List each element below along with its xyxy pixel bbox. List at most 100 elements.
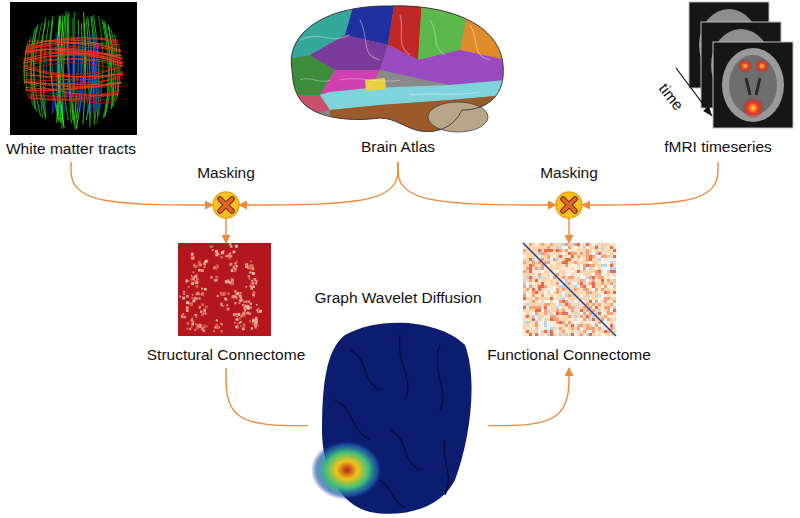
tract-strands bbox=[22, 10, 124, 129]
matrix-cell bbox=[191, 326, 193, 328]
matrix-cell bbox=[586, 264, 589, 267]
matrix-cell bbox=[538, 312, 541, 315]
matrix-cell bbox=[574, 288, 577, 291]
matrix-cell bbox=[252, 293, 255, 296]
matrix-cell bbox=[201, 288, 203, 290]
matrix-cell bbox=[574, 267, 577, 270]
matrix-cell bbox=[206, 326, 208, 328]
matrix-cell bbox=[204, 261, 206, 263]
matrix-cell bbox=[553, 297, 556, 300]
matrix-cell bbox=[571, 252, 574, 255]
matrix-cell bbox=[526, 297, 529, 300]
matrix-cell bbox=[598, 297, 601, 300]
matrix-cell bbox=[562, 255, 565, 258]
matrix-cell bbox=[556, 264, 559, 267]
matrix-cell bbox=[236, 292, 239, 295]
matrix-cell bbox=[553, 252, 556, 255]
matrix-cell bbox=[201, 314, 203, 316]
matrix-cell bbox=[529, 276, 532, 279]
tract-strand bbox=[22, 53, 124, 62]
matrix-cell bbox=[547, 321, 550, 324]
matrix-cell bbox=[532, 279, 535, 282]
tract-strand bbox=[22, 75, 124, 91]
matrix-cell bbox=[604, 285, 607, 288]
matrix-cell bbox=[589, 261, 592, 264]
matrix-cell bbox=[253, 291, 255, 293]
matrix-cell bbox=[220, 330, 223, 333]
matrix-cell bbox=[550, 294, 553, 297]
matrix-cell bbox=[547, 327, 550, 330]
matrix-cell bbox=[550, 288, 553, 291]
matrix-cell bbox=[526, 309, 529, 312]
matrix-cell bbox=[529, 267, 532, 270]
matrix-cell bbox=[580, 243, 583, 246]
matrix-cell bbox=[255, 283, 257, 285]
matrix-cell bbox=[613, 249, 616, 252]
matrix-cell bbox=[523, 282, 526, 285]
matrix-cell bbox=[535, 330, 538, 333]
matrix-cell bbox=[203, 330, 206, 333]
matrix-cell bbox=[613, 312, 616, 315]
matrix-cell bbox=[601, 276, 604, 279]
matrix-cell bbox=[586, 255, 589, 258]
matrix-cell bbox=[225, 255, 227, 257]
matrix-cell bbox=[535, 312, 538, 315]
matrix-cell bbox=[216, 279, 218, 281]
matrix-cell bbox=[529, 243, 532, 246]
matrix-cell bbox=[586, 258, 589, 261]
functional-matrix-cells bbox=[523, 243, 616, 336]
matrix-cell bbox=[610, 267, 613, 270]
masking-symbol bbox=[556, 192, 582, 218]
matrix-cell bbox=[535, 279, 538, 282]
matrix-cell bbox=[601, 255, 604, 258]
matrix-cell bbox=[565, 300, 568, 303]
matrix-cell bbox=[604, 252, 607, 255]
matrix-cell bbox=[227, 293, 229, 295]
matrix-cell bbox=[547, 291, 550, 294]
matrix-cell bbox=[535, 303, 538, 306]
slice-frame bbox=[713, 42, 793, 128]
matrix-cell bbox=[544, 297, 547, 300]
matrix-cell bbox=[589, 318, 592, 321]
matrix-cell bbox=[595, 249, 598, 252]
matrix-cell bbox=[580, 264, 583, 267]
matrix-cell bbox=[197, 328, 199, 330]
matrix-cell bbox=[182, 297, 185, 300]
matrix-cell bbox=[610, 246, 613, 249]
matrix-cell bbox=[577, 291, 580, 294]
matrix-cell bbox=[231, 281, 234, 284]
connector bbox=[488, 368, 569, 426]
matrix-cell bbox=[583, 243, 586, 246]
matrix-cell bbox=[598, 282, 601, 285]
matrix-cell bbox=[532, 267, 535, 270]
matrix-cell bbox=[547, 303, 550, 306]
matrix-cell bbox=[234, 302, 236, 304]
matrix-cell bbox=[538, 318, 541, 321]
matrix-cell bbox=[192, 294, 194, 296]
matrix-cell bbox=[190, 319, 193, 322]
matrix-cell bbox=[547, 312, 550, 315]
matrix-cell bbox=[550, 333, 553, 336]
matrix-cell bbox=[544, 300, 547, 303]
matrix-cell bbox=[571, 327, 574, 330]
matrix-cell bbox=[194, 280, 196, 282]
matrix-cell bbox=[562, 318, 565, 321]
matrix-cell bbox=[532, 291, 535, 294]
matrix-cell bbox=[221, 251, 224, 254]
matrix-cell bbox=[592, 267, 595, 270]
matrix-cell bbox=[523, 288, 526, 291]
matrix-cell bbox=[233, 313, 236, 316]
matrix-cell bbox=[526, 294, 529, 297]
matrix-cell bbox=[574, 243, 577, 246]
matrix-cell bbox=[607, 303, 610, 306]
matrix-cell bbox=[595, 306, 598, 309]
matrix-cell bbox=[203, 266, 205, 268]
matrix-cell bbox=[562, 261, 565, 264]
matrix-cell bbox=[252, 319, 255, 322]
matrix-cell bbox=[589, 324, 592, 327]
matrix-cell bbox=[541, 297, 544, 300]
matrix-cell bbox=[556, 312, 559, 315]
matrix-cell bbox=[592, 297, 595, 300]
matrix-cell bbox=[556, 249, 559, 252]
matrix-cell bbox=[586, 243, 589, 246]
